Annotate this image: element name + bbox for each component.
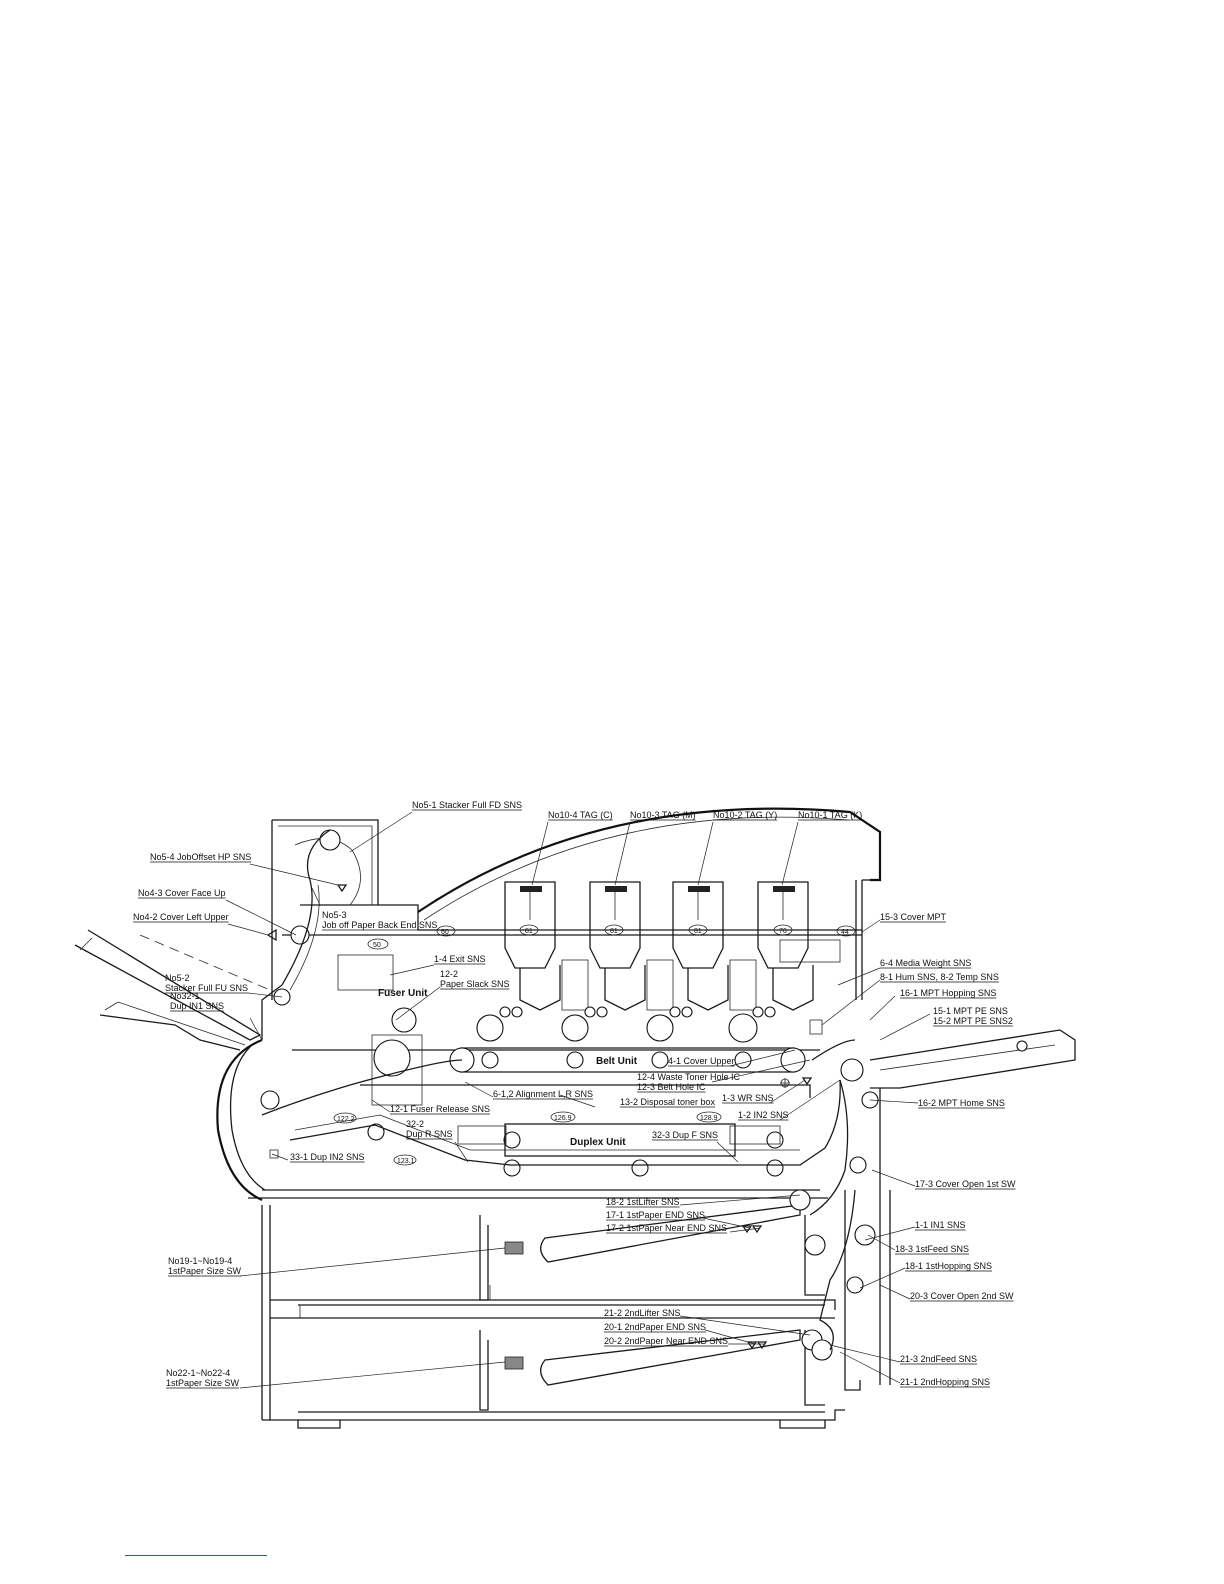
callout-c16-2-line-1: 16-2 MPT Home SNS: [918, 1098, 1005, 1108]
callout-c21-2-line-1: 21-2 2ndLifter SNS: [604, 1308, 681, 1318]
callout-c20-2-line-1: 20-2 2ndPaper Near END SNS: [604, 1336, 728, 1346]
callout-no22-line-2: 1stPaper Size SW: [166, 1378, 240, 1388]
callout-no19-line-1: No19-1~No19-4: [168, 1256, 232, 1266]
callout-c12-4-line-1: 12-4 Waste Toner Hole IC: [637, 1072, 741, 1082]
callout-c12-2-line-2: Paper Slack SNS: [440, 979, 510, 989]
callout-no10-1-line-1: No10-1 TAG (K): [798, 810, 862, 820]
callout-c18-2-line-1: 18-2 1stLifter SNS: [606, 1197, 680, 1207]
dim-123-1: 123.1: [397, 1158, 415, 1165]
callout-c17-2-line-1: 17-2 1stPaper Near END SNS: [606, 1223, 727, 1233]
callout-no4-3-line-1: No4-3 Cover Face Up: [138, 888, 226, 898]
callout-no5-2-line-2: Stacker Full FU SNS: [165, 983, 248, 993]
callout-c21-3-line-1: 21-3 2ndFeed SNS: [900, 1354, 977, 1364]
callout-c15-3-line-1: 15-3 Cover MPT: [880, 912, 947, 922]
callout-c33-1-line-1: 33-1 Dup IN2 SNS: [290, 1152, 365, 1162]
callout-no10-2-line-1: No10-2 TAG (Y): [713, 810, 777, 820]
duplex-unit-label: Duplex Unit: [570, 1137, 626, 1148]
callout-no22-line-1: No22-1~No22-4: [166, 1368, 230, 1378]
dim-81-c: 81: [525, 928, 533, 935]
callout-c18-3-line-1: 18-3 1stFeed SNS: [895, 1244, 969, 1254]
callout-c15-1-line-1: 15-1 MPT PE SNS: [933, 1006, 1008, 1016]
toner-cartridges: [504, 881, 814, 1011]
callout-c8-1-line-1: 8-1 Hum SNS, 8-2 Temp SNS: [880, 972, 999, 982]
cartridge-k: [757, 881, 814, 1011]
callout-c15-1-line-2: 15-2 MPT PE SNS2: [933, 1016, 1013, 1026]
dimension-marks: [337, 939, 841, 1157]
callout-no32-1-line-2: Dup IN1 SNS: [170, 1001, 224, 1011]
callout-no5-3-line-2: Job off Paper Back End SNS: [322, 920, 437, 930]
callout-c12-4-line-2: 12-3 Belt Hole IC: [637, 1082, 706, 1092]
callout-c16-1-line-1: 16-1 MPT Hopping SNS: [900, 988, 996, 998]
callout-c17-3-line-1: 17-3 Cover Open 1st SW: [915, 1179, 1016, 1189]
callout-c21-1-line-1: 21-1 2ndHopping SNS: [900, 1377, 990, 1387]
dim-76: 76: [779, 928, 787, 935]
belt-unit-label: Belt Unit: [596, 1056, 638, 1067]
footer-rule: [125, 1555, 267, 1556]
unit-labels: Fuser Unit Belt Unit Duplex Unit: [378, 988, 638, 1148]
callout-c32-2-line-1: 32-2: [406, 1119, 424, 1129]
cartridge-m: [589, 881, 674, 1011]
callout-c20-3-line-1: 20-3 Cover Open 2nd SW: [910, 1291, 1014, 1301]
paper-path: [261, 829, 856, 1351]
cartridge-c: [504, 881, 589, 1011]
callout-c17-1-line-1: 17-1 1stPaper END SNS: [606, 1210, 705, 1220]
dim-126-9: 126.9: [554, 1115, 572, 1122]
fuser-unit-label: Fuser Unit: [378, 988, 428, 999]
callout-c12-1-line-1: 12-1 Fuser Release SNS: [390, 1104, 490, 1114]
callout-c1-3-line-1: 1-3 WR SNS: [722, 1093, 774, 1103]
callout-c18-1-line-1: 18-1 1stHopping SNS: [905, 1261, 992, 1271]
callout-no4-2-line-1: No4-2 Cover Left Upper: [133, 912, 229, 922]
leader-lines: [225, 811, 931, 1389]
callout-no32-1-line-1: No32-1: [170, 991, 200, 1001]
dim-50: 50: [373, 942, 381, 949]
callout-c13-2-line-1: 13-2 Disposal toner box: [620, 1097, 716, 1107]
cartridge-y: [672, 881, 757, 1011]
callout-no5-4-line-1: No5-4 JobOffset HP SNS: [150, 852, 251, 862]
dim-122-2: 122.2: [337, 1116, 355, 1123]
callout-c1-4-line-1: 1-4 Exit SNS: [434, 954, 486, 964]
callout-no5-1-line-1: No5-1 Stacker Full FD SNS: [412, 800, 522, 810]
dim-81-m: 81: [610, 928, 618, 935]
callout-no10-3-line-1: No10-3 TAG (M): [630, 810, 696, 820]
callout-c1-1-line-1: 1-1 IN1 SNS: [915, 1220, 966, 1230]
rollers: [260, 829, 879, 1361]
callout-no19-line-2: 1stPaper Size SW: [168, 1266, 242, 1276]
callout-c6-12-line-1: 6-1,2 Alignment L,R SNS: [493, 1089, 593, 1099]
dimension-numbers: 50 60 44 81 81 81 76 126.9 128.9 122.2 1…: [333, 924, 856, 1166]
dim-81-y: 81: [694, 928, 702, 935]
callout-c32-2-line-2: Dup R SNS: [406, 1129, 453, 1139]
callout-no5-2-line-1: No5-2: [165, 973, 190, 983]
dim-128-9: 128.9: [700, 1115, 718, 1122]
callout-no10-4-line-1: No10-4 TAG (C): [548, 810, 613, 820]
callout-c32-3-line-1: 32-3 Dup F SNS: [652, 1130, 718, 1140]
callout-c20-1-line-1: 20-1 2ndPaper END SNS: [604, 1322, 706, 1332]
callout-no5-3-line-1: No5-3: [322, 910, 347, 920]
callout-labels: No5-1 Stacker Full FD SNS No10-4 TAG (C) N…: [133, 800, 1016, 1389]
callout-c12-2-line-1: 12-2: [440, 969, 458, 979]
dim-60: 60: [441, 929, 449, 936]
callout-c1-2-line-1: 1-2 IN2 SNS: [738, 1110, 789, 1120]
callout-c4-1-line-1: 4-1 Cover Upper: [668, 1056, 735, 1066]
callout-c6-4-line-1: 6-4 Media Weight SNS: [880, 958, 971, 968]
dim-44: 44: [841, 929, 849, 936]
